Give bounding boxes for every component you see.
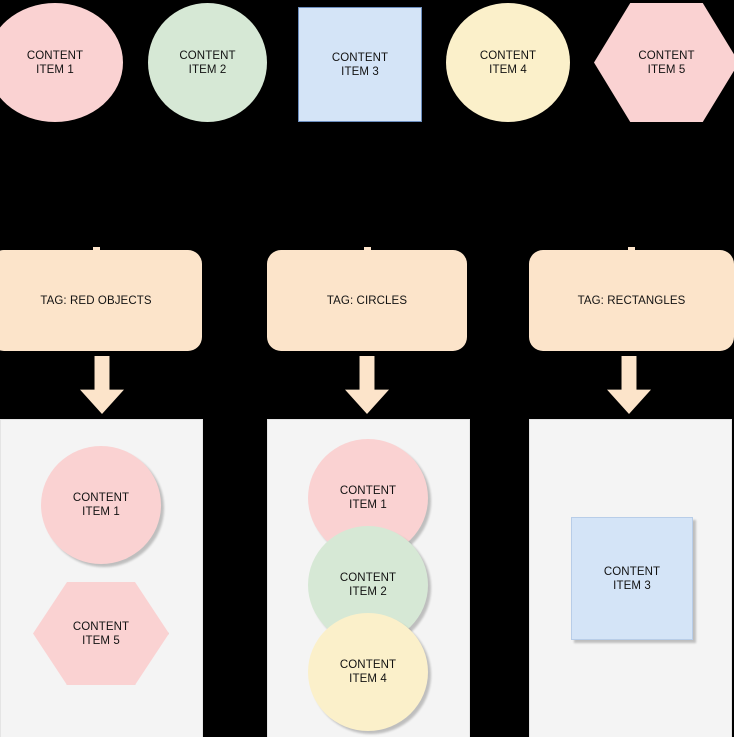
tag-label: TAG: CIRCLES [326,294,408,307]
source-shape-item-4[interactable]: CONTENT ITEM 4 [446,3,570,122]
grouped-shape-g3-item3[interactable]: CONTENT ITEM 3 [571,517,693,640]
down-arrow-icon-rectangles [607,356,651,414]
tag-connector-notch [363,247,371,251]
source-shape-item-2[interactable]: CONTENT ITEM 2 [148,3,267,122]
down-arrow-icon-red-objects [80,356,124,414]
grouped-shape-label: CONTENT ITEM 1 [72,492,130,518]
source-shape-label: CONTENT ITEM 4 [479,49,537,76]
grouped-shape-label: CONTENT ITEM 3 [603,565,661,592]
tag-label: TAG: RED OBJECTS [40,294,152,307]
source-shape-item-5[interactable]: CONTENT ITEM 5 [594,3,734,122]
grouped-shape-label: CONTENT ITEM 4 [339,659,397,685]
tag-box-red-objects[interactable]: TAG: RED OBJECTS [0,247,202,351]
grouped-shape-label: CONTENT ITEM 1 [339,485,397,511]
source-shape-label: CONTENT ITEM 2 [179,49,236,76]
grouped-shape-g2-item4[interactable]: CONTENT ITEM 4 [308,613,428,731]
source-shape-item-3[interactable]: CONTENT ITEM 3 [298,7,422,122]
source-shape-label: CONTENT ITEM 1 [26,49,84,76]
tag-connector-notch [628,247,635,251]
source-shape-label: CONTENT ITEM 5 [638,49,695,76]
grouped-shape-label: CONTENT ITEM 5 [72,620,130,647]
source-shape-label: CONTENT ITEM 3 [331,51,389,78]
tag-box-rectangles[interactable]: TAG: RECTANGLES [529,247,734,351]
grouped-shape-g1-item1[interactable]: CONTENT ITEM 1 [41,446,161,564]
grouped-shape-label: CONTENT ITEM 2 [339,572,397,598]
tag-box-circles[interactable]: TAG: CIRCLES [267,247,467,351]
tag-label: TAG: RECTANGLES [577,294,686,307]
tag-connector-notch [92,247,100,251]
down-arrow-icon-circles [345,356,389,414]
source-shape-item-1[interactable]: CONTENT ITEM 1 [0,3,123,122]
